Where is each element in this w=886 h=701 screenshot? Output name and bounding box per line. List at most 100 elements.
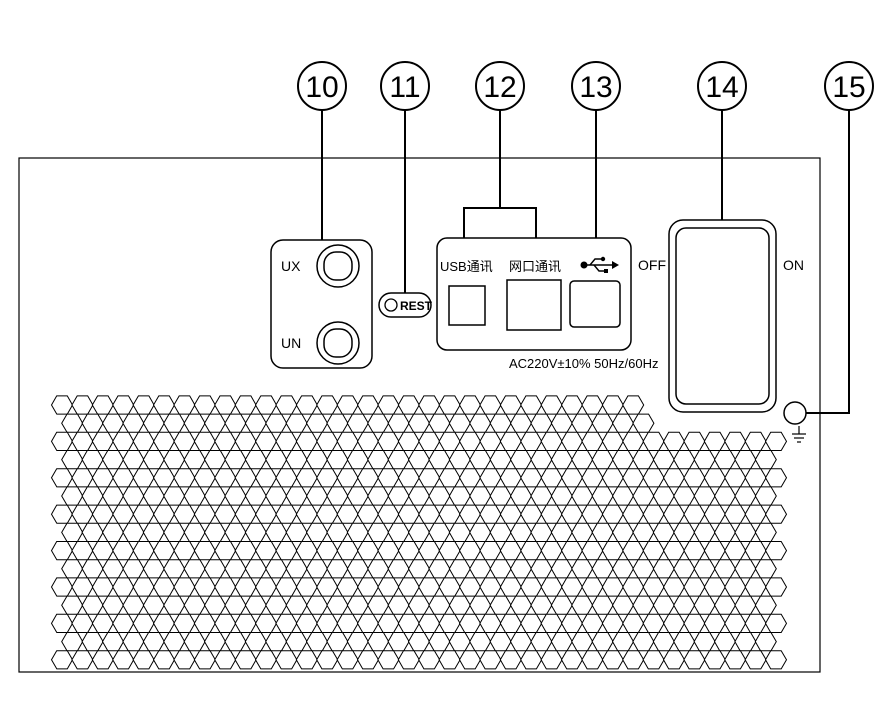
vent-hole xyxy=(601,541,624,561)
ux-terminal[interactable] xyxy=(316,244,360,288)
vent-hole xyxy=(438,577,461,597)
vent-hole xyxy=(683,577,706,597)
vent-hole xyxy=(81,559,104,579)
vent-hole xyxy=(173,577,196,597)
vent-hole xyxy=(50,431,74,451)
usb-comm-port[interactable] xyxy=(448,285,486,326)
lan-port[interactable] xyxy=(506,279,562,331)
power-rating-label: AC220V±10% 50Hz/60Hz xyxy=(509,356,659,371)
vent-hole xyxy=(642,541,665,561)
vent-hole xyxy=(662,577,686,597)
vent-hole xyxy=(458,395,482,415)
vent-hole xyxy=(356,395,380,415)
vent-hole xyxy=(499,577,522,597)
ground-stud xyxy=(783,401,807,425)
vent-hole xyxy=(744,541,767,561)
un-terminal[interactable] xyxy=(316,321,360,365)
vent-hole xyxy=(397,431,420,451)
vent-hole xyxy=(550,450,573,470)
vent-hole xyxy=(346,559,369,579)
vent-hole xyxy=(336,395,359,415)
vent-hole xyxy=(734,486,757,506)
vent-hole xyxy=(367,413,390,433)
vent-hole xyxy=(336,468,359,488)
vent-hole xyxy=(581,468,604,488)
vent-hole xyxy=(275,431,298,451)
vent-hole xyxy=(509,632,533,652)
vent-hole xyxy=(142,559,165,579)
vent-hole xyxy=(428,450,451,470)
vent-hole xyxy=(652,559,675,579)
vent-hole xyxy=(632,486,655,506)
power-switch[interactable] xyxy=(668,219,777,413)
vent-hole xyxy=(234,504,257,524)
vent-hole xyxy=(316,431,339,451)
vent-hole xyxy=(479,650,502,670)
vent-hole xyxy=(275,577,298,597)
vent-hole xyxy=(254,504,278,524)
vent-hole xyxy=(632,522,655,542)
vent-hole xyxy=(744,577,767,597)
vent-hole xyxy=(336,504,359,524)
vent-hole xyxy=(540,431,563,451)
vent-hole xyxy=(142,450,165,470)
vent-hole xyxy=(356,468,380,488)
vent-hole xyxy=(163,413,186,433)
vent-hole xyxy=(469,413,492,433)
vent-hole xyxy=(81,595,104,615)
vent-hole xyxy=(132,613,155,633)
ground-terminal[interactable] xyxy=(783,401,807,425)
reset-button[interactable]: REST xyxy=(378,292,433,318)
vent-hole xyxy=(499,468,522,488)
vent-hole xyxy=(91,650,114,670)
vent-hole xyxy=(764,468,788,488)
vent-hole xyxy=(326,486,349,506)
vent-hole xyxy=(295,431,318,451)
vent-hole xyxy=(214,431,237,451)
vent-hole xyxy=(560,504,584,524)
vent-hole xyxy=(601,468,624,488)
vent-hole xyxy=(632,559,655,579)
vent-hole xyxy=(683,613,706,633)
vent-hole xyxy=(367,450,390,470)
vent-hole xyxy=(193,577,216,597)
vent-hole xyxy=(61,559,84,579)
vent-hole xyxy=(193,395,216,415)
vent-hole xyxy=(224,450,247,470)
vent-hole xyxy=(387,450,410,470)
vent-hole xyxy=(397,504,420,524)
vent-hole xyxy=(183,595,206,615)
vent-hole xyxy=(560,613,584,633)
usb-port[interactable] xyxy=(569,280,621,328)
vent-hole xyxy=(203,450,227,470)
vent-hole xyxy=(214,504,237,524)
callout-number: 15 xyxy=(832,71,865,104)
vent-hole xyxy=(254,431,278,451)
vent-hole xyxy=(438,468,461,488)
vent-hole xyxy=(509,413,533,433)
vent-hole xyxy=(163,486,186,506)
vent-hole xyxy=(693,595,716,615)
vent-hole xyxy=(326,450,349,470)
vent-hole xyxy=(265,413,288,433)
vent-hole xyxy=(479,468,502,488)
vent-hole xyxy=(448,486,471,506)
vent-hole xyxy=(591,559,614,579)
vent-hole xyxy=(520,504,543,524)
vent-hole xyxy=(754,486,777,506)
vent-hole xyxy=(285,522,308,542)
ux-label: UX xyxy=(281,258,301,274)
vent-hole xyxy=(50,613,74,633)
vent-hole xyxy=(122,450,145,470)
vent-hole xyxy=(438,504,461,524)
vent-hole xyxy=(683,650,706,670)
vent-hole xyxy=(265,450,288,470)
vent-hole xyxy=(81,632,104,652)
vent-hole xyxy=(499,650,522,670)
vent-hole xyxy=(683,541,706,561)
vent-hole xyxy=(489,413,512,433)
vent-hole xyxy=(571,486,594,506)
vent-hole xyxy=(509,595,533,615)
vent-hole xyxy=(418,395,441,415)
vent-hole xyxy=(71,541,94,561)
